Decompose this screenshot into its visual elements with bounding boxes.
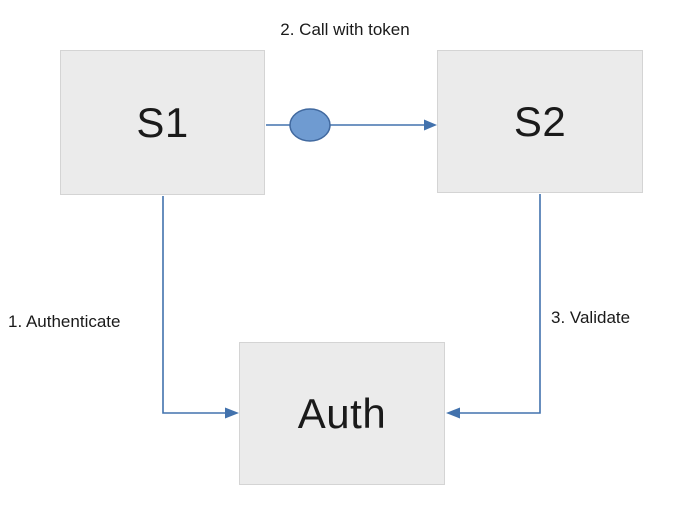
node-s2-label: S2 (513, 97, 567, 145)
node-s2: S2 (437, 50, 643, 193)
edge-validate-arrowhead (446, 407, 460, 419)
edge-validate-line (459, 194, 541, 414)
edge-call-arrowhead (424, 119, 437, 131)
node-s1-label: S1 (136, 98, 189, 146)
token-icon (289, 108, 331, 142)
edge-authenticate-line (162, 196, 226, 414)
edge-authenticate-label: 1. Authenticate (8, 312, 121, 331)
node-auth: Auth (239, 342, 445, 485)
edge-validate-label: 3. Validate (551, 308, 631, 327)
node-auth-label: Auth (297, 389, 387, 437)
edge-authenticate-arrowhead (225, 407, 239, 419)
edge-call-label: 2. Call with token (280, 20, 410, 39)
node-s1: S1 (60, 50, 265, 195)
